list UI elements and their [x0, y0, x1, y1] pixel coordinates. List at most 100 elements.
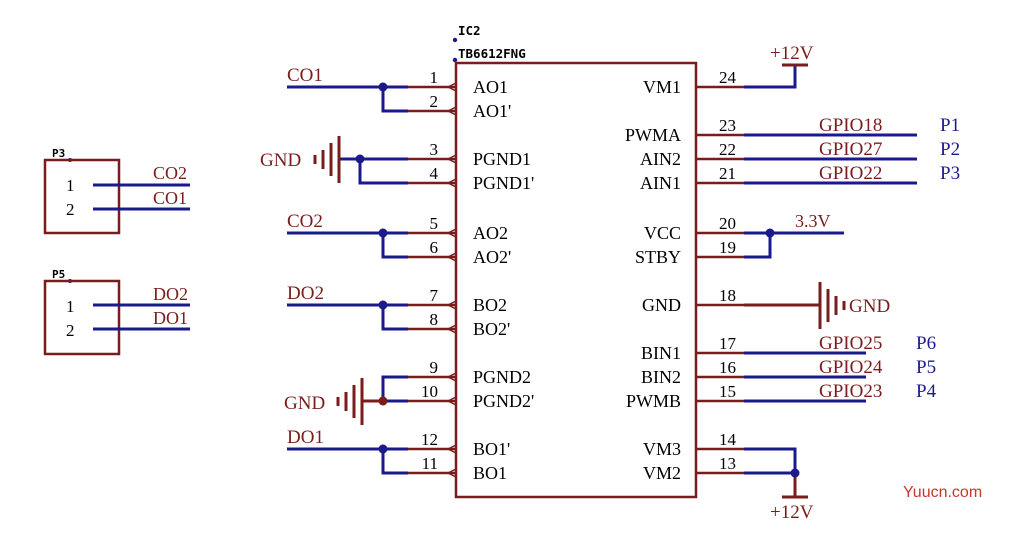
wire-pin2-bridge: [381, 87, 408, 113]
chip-pin-name: AO2: [473, 223, 508, 243]
connector-p3-pin2-number: 2: [66, 200, 75, 219]
chip-pin-number: 20: [719, 214, 736, 233]
chip-pin-name: AIN1: [640, 173, 681, 193]
chip-pin-number: 6: [430, 238, 439, 257]
right-wiring: [744, 65, 917, 497]
port-label-p6: P6: [916, 333, 936, 354]
connector-p3-net-1: CO2: [153, 163, 187, 183]
connector-p5-pin2-number: 2: [66, 321, 75, 340]
chip-pin-name: AIN2: [640, 149, 681, 169]
gnd-symbol-top: [313, 136, 341, 183]
chip-ic2: IC2 TB6612FNG: [452, 23, 698, 499]
chip-pin-number: 13: [719, 454, 736, 473]
wire-pin9-bridge: [381, 375, 408, 403]
chip-pin-number: 17: [719, 334, 737, 353]
chip-pin-name: AO1': [473, 101, 511, 121]
wire-vm3-vm2: [744, 447, 797, 475]
chip-pin-name: PGND2': [473, 391, 534, 411]
net-label-co2: CO2: [287, 211, 323, 232]
chip-pin-name: VM2: [643, 463, 681, 483]
left-wiring: [287, 85, 408, 475]
port-label-p1: P1: [940, 115, 960, 136]
net-label-gnd-top: GND: [260, 150, 301, 171]
junction-vcc: [765, 228, 775, 238]
connector-p3-pin1-number: 1: [66, 176, 75, 195]
power-label-top: +12V: [770, 43, 814, 64]
junction-do2: [378, 300, 388, 310]
gnd-symbol-bottom: [336, 378, 364, 425]
chip-pin-name: BO2: [473, 295, 507, 315]
chip-part-dot: [452, 57, 458, 63]
chip-pin-name: BO2': [473, 319, 510, 339]
chip-pin-number: 12: [421, 430, 438, 449]
chip-pin-number: 18: [719, 286, 736, 305]
connector-p5-net-2: DO1: [153, 308, 188, 328]
wire-stby-bridge: [744, 233, 772, 259]
net-label-gpio24: GPIO24: [819, 357, 883, 378]
chip-pin-arrow: [446, 252, 457, 262]
chip-pin-name: GND: [642, 295, 681, 315]
chip-pin-number: 7: [430, 286, 439, 305]
port-label-p5: P5: [916, 357, 936, 378]
chip-right-pins: 24VM123PWMA22AIN221AIN120VCC19STBY18GND1…: [625, 68, 744, 483]
connector-p5: P5 1 2 DO2 DO1: [43, 268, 190, 356]
chip-pin-name: PWMA: [625, 125, 681, 145]
net-label-gpio18: GPIO18: [819, 115, 882, 136]
connector-p3-body: [43, 158, 121, 235]
chip-pin-number: 9: [430, 358, 439, 377]
chip-pin-number: 15: [719, 382, 736, 401]
chip-pin-number: 3: [430, 140, 439, 159]
chip-pin-name: VM3: [643, 439, 681, 459]
junction-co2: [378, 228, 388, 238]
chip-pin-arrow: [446, 228, 457, 238]
wire-vm1: [744, 65, 797, 89]
connector-p3: P3 1 2 CO2 CO1: [43, 147, 190, 235]
left-net-labels: CO1 GND CO2 DO2 GND DO1: [260, 65, 325, 448]
chip-pin-number: 5: [430, 214, 439, 233]
net-label-gpio27: GPIO27: [819, 139, 882, 160]
chip-pin-number: 24: [719, 68, 737, 87]
port-label-p4: P4: [916, 381, 937, 402]
connector-p5-net-1: DO2: [153, 284, 188, 304]
junction-vm: [790, 468, 800, 478]
chip-pin-name: BO1': [473, 439, 510, 459]
chip-pin-left: 11 BO1: [408, 454, 507, 483]
chip-pin-left: 6 AO2': [408, 238, 511, 267]
chip-pin-number: 11: [422, 454, 438, 473]
chip-pin-arrow: [446, 154, 457, 164]
chip-pin-name: AO2': [473, 247, 511, 267]
chip-pin-left: 9 PGND2: [408, 358, 531, 387]
chip-pin-left: 7 BO2: [408, 286, 507, 315]
chip-pin-arrow: [446, 396, 457, 406]
wire-pin11-bridge: [381, 449, 408, 475]
left-junctions: [355, 82, 388, 454]
wire-pin6-bridge: [381, 233, 408, 259]
chip-pin-arrow: [446, 444, 457, 454]
chip-designator-dot: [452, 37, 458, 43]
right-junctions: [765, 228, 800, 478]
chip-part-number: TB6612FNG: [458, 46, 526, 61]
junction-co1: [378, 82, 388, 92]
chip-pin-left: 5 AO2: [408, 214, 508, 243]
chip-pin-number: 19: [719, 238, 736, 257]
junction-gnd-bottom: [378, 396, 388, 406]
chip-pin-name: PGND2: [473, 367, 531, 387]
net-label-do1: DO1: [287, 427, 324, 448]
chip-pin-name: BO1: [473, 463, 507, 483]
chip-pin-right: 18 GND: [642, 286, 744, 315]
